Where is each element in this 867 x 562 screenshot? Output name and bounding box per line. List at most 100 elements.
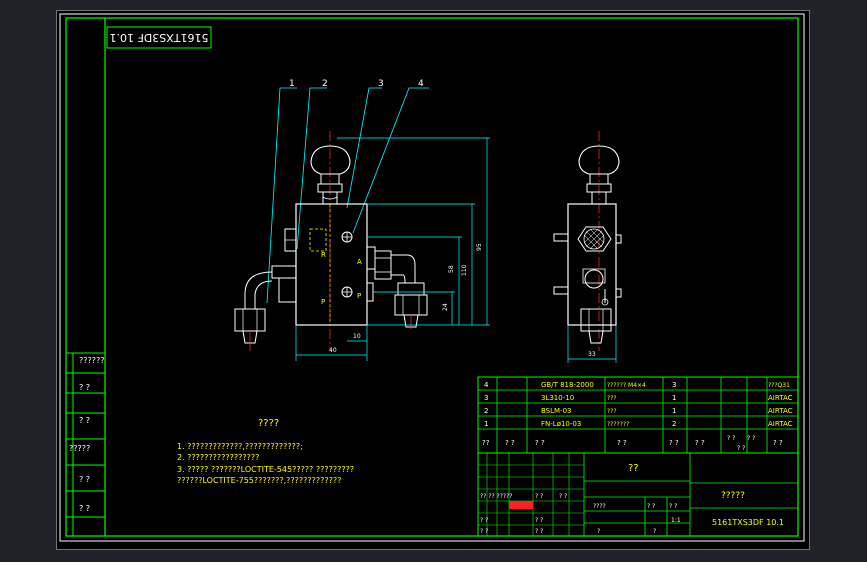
dim-40: 40 (329, 347, 337, 354)
title-red-marker (509, 501, 533, 509)
tb-small-9: ? ? (480, 528, 488, 535)
note-line-1: 1. ?????????????,?????????????; (177, 442, 303, 451)
balloon-1: 1 (289, 79, 295, 89)
bom-header-3: ? ? (535, 439, 545, 447)
bom-row-4-code: GB/T 818-2000 (541, 381, 594, 389)
right-lower-nut-top (397, 282, 425, 296)
tb-small-7: ? ? (647, 503, 655, 510)
bom-header-9: ? ? (737, 445, 745, 452)
right-nut-upper (374, 250, 392, 280)
right-port-upper (366, 246, 376, 270)
dim-24: 24 (442, 303, 449, 311)
left-bottom-nut (234, 308, 266, 332)
tb-small-2: ? ? (535, 493, 543, 500)
port-r: R (321, 251, 326, 259)
tb-scale: 1:1 (671, 517, 681, 524)
balloon-leaders: 1 2 3 4 (266, 79, 429, 304)
left-strip-cell-3: ? ? (79, 416, 90, 425)
title-block: ?? ?? ????? ? ? ? ? ? ? ? ? ???? ? ? ? ?… (477, 452, 799, 537)
drawing-viewport[interactable]: 5161TXS3DF 10.1 ?????? ? ? ? ? ????? ? ?… (56, 10, 810, 550)
tb-company: ????? (721, 491, 745, 501)
front-view: 1 2 3 4 (234, 79, 490, 361)
note-line-4: ??????LOCTITE-755???????,????????????? (177, 476, 341, 485)
bom-row-2-code: BSLM-03 (541, 407, 572, 415)
side-hex-fitting (577, 226, 612, 252)
mushroom-cap (310, 145, 351, 175)
left-strip-cell-2: ? ? (79, 383, 90, 392)
bom-row-1-material: AIRTAC (768, 420, 793, 428)
tb-small-3: ? ? (559, 493, 567, 500)
dim-10: 10 (353, 333, 361, 340)
side-valve-body (567, 203, 617, 326)
tb-small-11: ? (597, 528, 600, 535)
side-view: 33 (553, 131, 622, 363)
tb-small-1: ?? ?? ????? (480, 493, 512, 500)
bom-header-no: ?? (482, 439, 490, 447)
left-strip-cell-4: ????? (69, 444, 90, 453)
bom-table: 4 GB/T 818-2000 ?????? M4×4 3 ???Q31 3 3… (477, 376, 799, 454)
bom-row-1-no: 1 (484, 420, 488, 428)
elbow-upper (391, 254, 416, 283)
tb-small-4: ? ? (480, 517, 488, 524)
bom-row-3-name: ??? (607, 395, 617, 402)
notes-title: ???? (258, 418, 279, 429)
bom-row-3-qty: 1 (672, 394, 676, 402)
bom-row-3-material: AIRTAC (768, 394, 793, 402)
sheet-inner-border (65, 17, 799, 537)
bom-row-4-material: ???Q31 (768, 382, 790, 389)
button-nut (317, 183, 343, 193)
balloon-2: 2 (322, 79, 328, 89)
port-p2: P (357, 292, 361, 300)
bom-header-10: ? ? (773, 439, 783, 447)
bom-row-1-name: ??????? (607, 421, 629, 428)
cad-drawing-svg: 5161TXS3DF 10.1 ?????? ? ? ? ? ????? ? ?… (59, 13, 805, 542)
bom-header-4: ? ? (617, 439, 627, 447)
left-elbow-pipe (244, 271, 273, 309)
dim-58: 58 (448, 265, 455, 273)
bom-row-2-name: ??? (607, 408, 617, 415)
dim-110: 110 (461, 264, 468, 276)
bom-row-1-code: FN-Lø10-03 (541, 420, 581, 428)
dim-95: 95 (476, 243, 483, 251)
left-strip: ?????? ? ? ? ? ????? ? ? ? ? (66, 352, 105, 536)
tb-small-10: ? ? (535, 528, 543, 535)
balloon-4: 4 (418, 79, 424, 89)
sheet-outer-border (59, 13, 805, 542)
left-strip-cell-6: ? ? (79, 504, 90, 513)
bom-row-1-qty: 2 (672, 420, 676, 428)
bom-header-7: ? ? (727, 435, 735, 442)
right-lower-nut (394, 294, 428, 316)
tb-small-8: ? ? (669, 503, 677, 510)
note-line-3: 3. ????? ???????LOCTITE-545????? ???????… (177, 465, 354, 474)
left-strip-cell-1: ?????? (79, 356, 104, 365)
bom-row-4-name: ?????? M4×4 (607, 382, 646, 389)
bom-row-4-qty: 3 (672, 381, 676, 389)
bom-row-3-no: 3 (484, 394, 488, 402)
tb-small-5: ? ? (535, 517, 543, 524)
tb-small-6: ???? (593, 503, 606, 510)
rotated-stamp: 5161TXS3DF 10.1 (106, 26, 212, 49)
bom-header-8: ? ? (747, 435, 755, 442)
port-a: A (357, 258, 362, 266)
side-mushroom-cap (578, 145, 620, 175)
bom-row-2-qty: 1 (672, 407, 676, 415)
bom-row-2-material: AIRTAC (768, 407, 793, 415)
bom-header-5: ? ? (669, 439, 679, 447)
tb-drawing-no: 5161TXS3DF 10.1 (712, 518, 784, 527)
bom-row-2-no: 2 (484, 407, 488, 415)
hidden-port-r (309, 228, 327, 252)
bom-row-4-no: 4 (484, 381, 489, 389)
port-p: P (321, 298, 325, 306)
note-line-2: 2. ????????????????? (177, 453, 259, 462)
dim-33: 33 (588, 351, 596, 358)
tb-small-12: ? (653, 528, 656, 535)
bom-header-2: ? ? (505, 439, 515, 447)
tb-drawing-name: ?? (628, 463, 639, 474)
balloon-3: 3 (378, 79, 384, 89)
technical-notes: ???? 1. ?????????????,?????????????; 2. … (177, 418, 354, 485)
left-elbow-nut (271, 265, 297, 279)
stamp-text: 5161TXS3DF 10.1 (109, 31, 208, 44)
left-strip-cell-5: ? ? (79, 475, 90, 484)
dimension-lines: 40 10 95 110 58 24 (295, 137, 490, 361)
